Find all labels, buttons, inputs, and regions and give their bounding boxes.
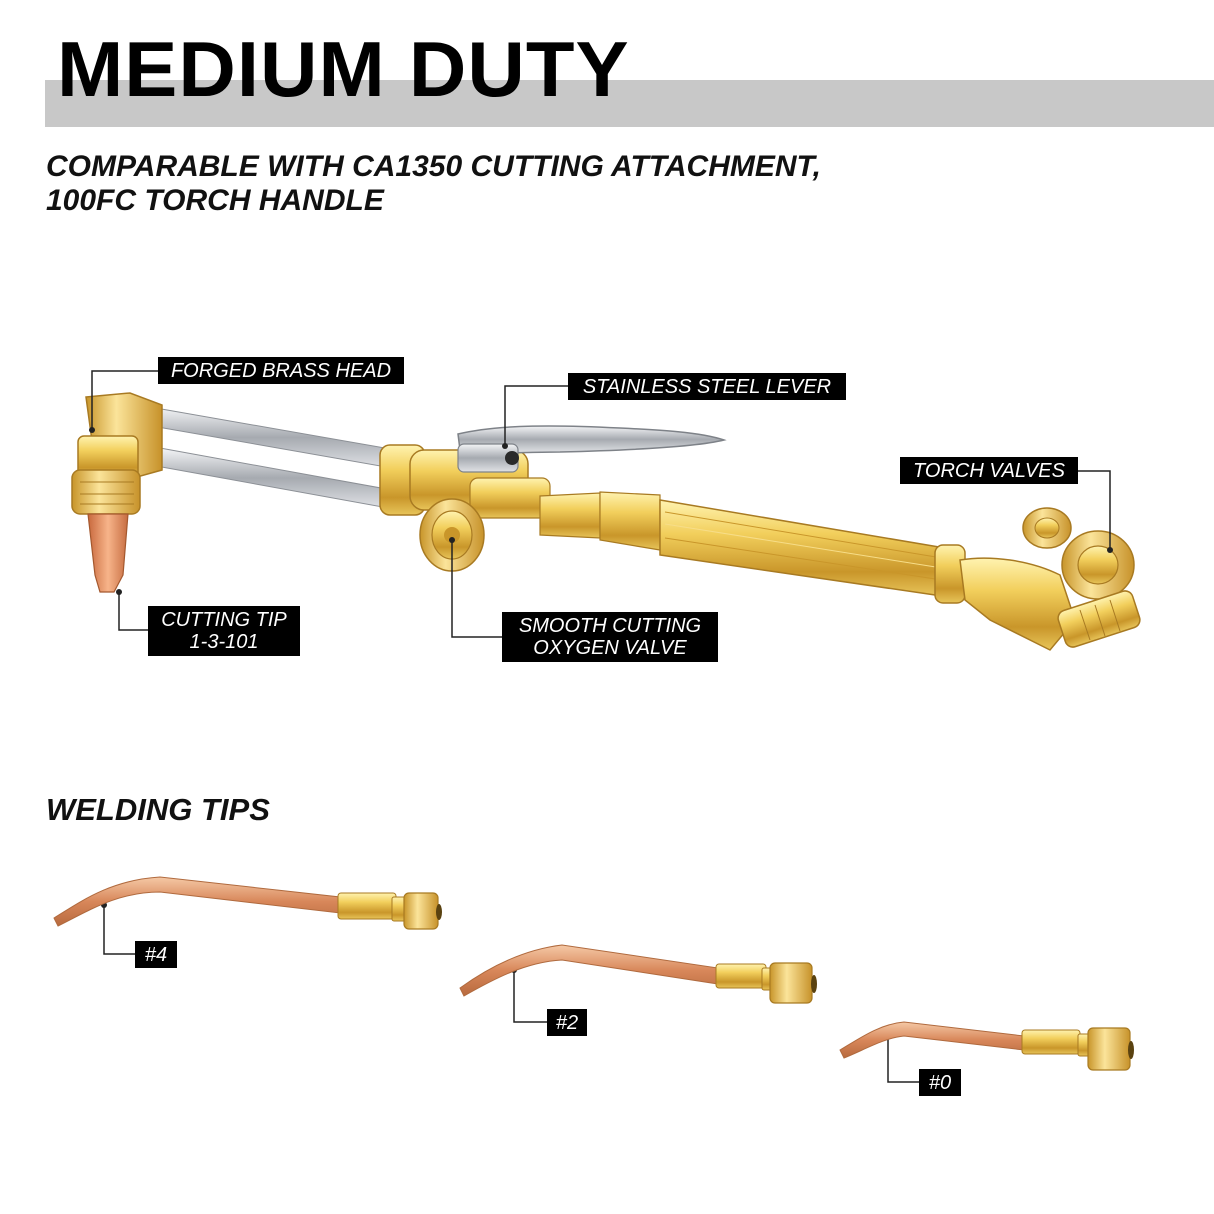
callout-oxygen-valve-line-1: SMOOTH CUTTING	[518, 615, 702, 637]
rear-torch-valves	[959, 507, 1141, 651]
forged-brass-head	[71, 392, 163, 515]
label-tip-2: #2	[547, 1009, 587, 1036]
torch-handle	[539, 491, 966, 604]
leader-tip0	[887, 1032, 920, 1083]
welding-tips-heading: WELDING TIPS	[46, 792, 270, 827]
subtitle-line-2: 100FC TORCH HANDLE	[46, 184, 384, 217]
callout-oxygen-valve: SMOOTH CUTTING OXYGEN VALVE	[502, 612, 718, 662]
callout-forged-brass-head-text: FORGED BRASS HEAD	[170, 360, 392, 382]
leader-cutting-tip	[118, 592, 150, 631]
callout-lever-text: STAINLESS STEEL LEVER	[582, 376, 832, 398]
callout-leaders	[91, 370, 1111, 1083]
leader-forged-head	[91, 370, 158, 430]
label-tip-2-text: #2	[555, 1012, 579, 1034]
valve-block	[379, 444, 551, 519]
cutting-torch	[71, 392, 1141, 651]
callout-torch-valves: TORCH VALVES	[900, 457, 1078, 484]
welding-tip-0	[839, 1021, 1134, 1071]
callout-cutting-tip: CUTTING TIP 1-3-101	[148, 606, 300, 656]
label-tip-4: #4	[135, 941, 177, 968]
callout-stainless-steel-lever: STAINLESS STEEL LEVER	[568, 373, 846, 400]
label-tip-0-text: #0	[928, 1072, 952, 1094]
callout-torch-valves-text: TORCH VALVES	[913, 460, 1065, 482]
cutting-tip	[87, 513, 129, 593]
callout-cutting-tip-line-1: CUTTING TIP	[161, 609, 287, 631]
steel-tubes	[145, 406, 397, 509]
title-background-bar	[45, 80, 1214, 127]
callout-cutting-tip-line-2: 1-3-101	[189, 631, 259, 653]
leader-tip4	[103, 905, 136, 955]
stainless-lever	[457, 425, 727, 473]
welding-tip-2	[459, 944, 817, 1004]
callout-forged-brass-head: FORGED BRASS HEAD	[158, 357, 404, 384]
welding-tip-4	[53, 876, 442, 930]
page-subtitle: COMPARABLE WITH CA1350 CUTTING ATTACHMEN…	[46, 150, 821, 218]
callout-oxygen-valve-line-2: OXYGEN VALVE	[533, 637, 687, 659]
leader-torch-valves	[1078, 470, 1111, 550]
page-title: MEDIUM DUTY	[57, 25, 630, 113]
leader-oxygen-valve	[451, 540, 502, 638]
label-tip-0: #0	[919, 1069, 961, 1096]
leader-tip2	[513, 970, 548, 1023]
oxygen-valve-knob	[419, 498, 485, 572]
subtitle-line-1: COMPARABLE WITH CA1350 CUTTING ATTACHMEN…	[46, 150, 821, 183]
label-tip-4-text: #4	[144, 944, 168, 966]
leader-lever	[504, 385, 568, 446]
